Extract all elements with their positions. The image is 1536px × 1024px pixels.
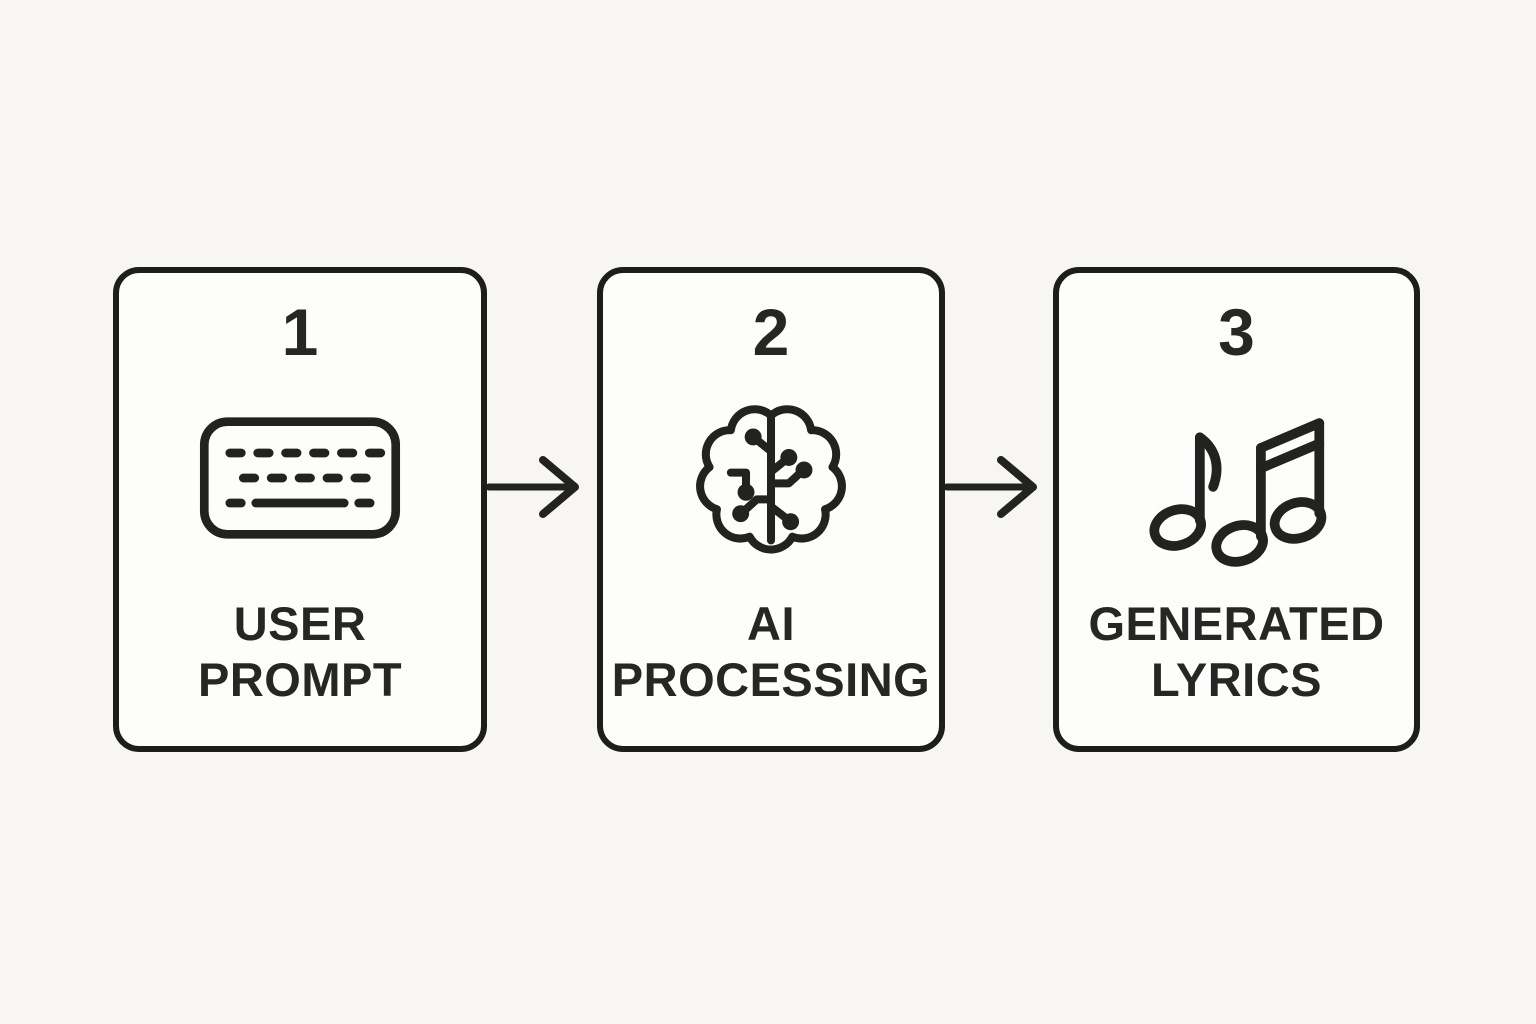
step-icon-zone <box>119 365 481 596</box>
step-card-user-prompt: 1 USER PROMPT <box>113 267 487 752</box>
step-label: AI PROCESSING <box>611 597 931 707</box>
music-notes-icon <box>1135 386 1339 575</box>
step-card-generated-lyrics: 3 GENERATED LYRICS <box>1053 267 1420 752</box>
step-label: GENERATED LYRICS <box>1088 597 1385 707</box>
step-number: 1 <box>281 295 319 369</box>
step-card-ai-processing: 2 <box>597 267 945 752</box>
keyboard-icon <box>199 416 401 545</box>
brain-circuit-icon <box>680 387 862 574</box>
arrow-right-icon <box>485 452 583 522</box>
step-icon-zone <box>1059 365 1414 596</box>
step-icon-zone <box>603 365 939 596</box>
step-label: USER PROMPT <box>197 597 403 707</box>
step-number: 3 <box>1218 295 1255 369</box>
step-number: 2 <box>752 295 790 369</box>
arrow-right-icon <box>943 452 1041 522</box>
